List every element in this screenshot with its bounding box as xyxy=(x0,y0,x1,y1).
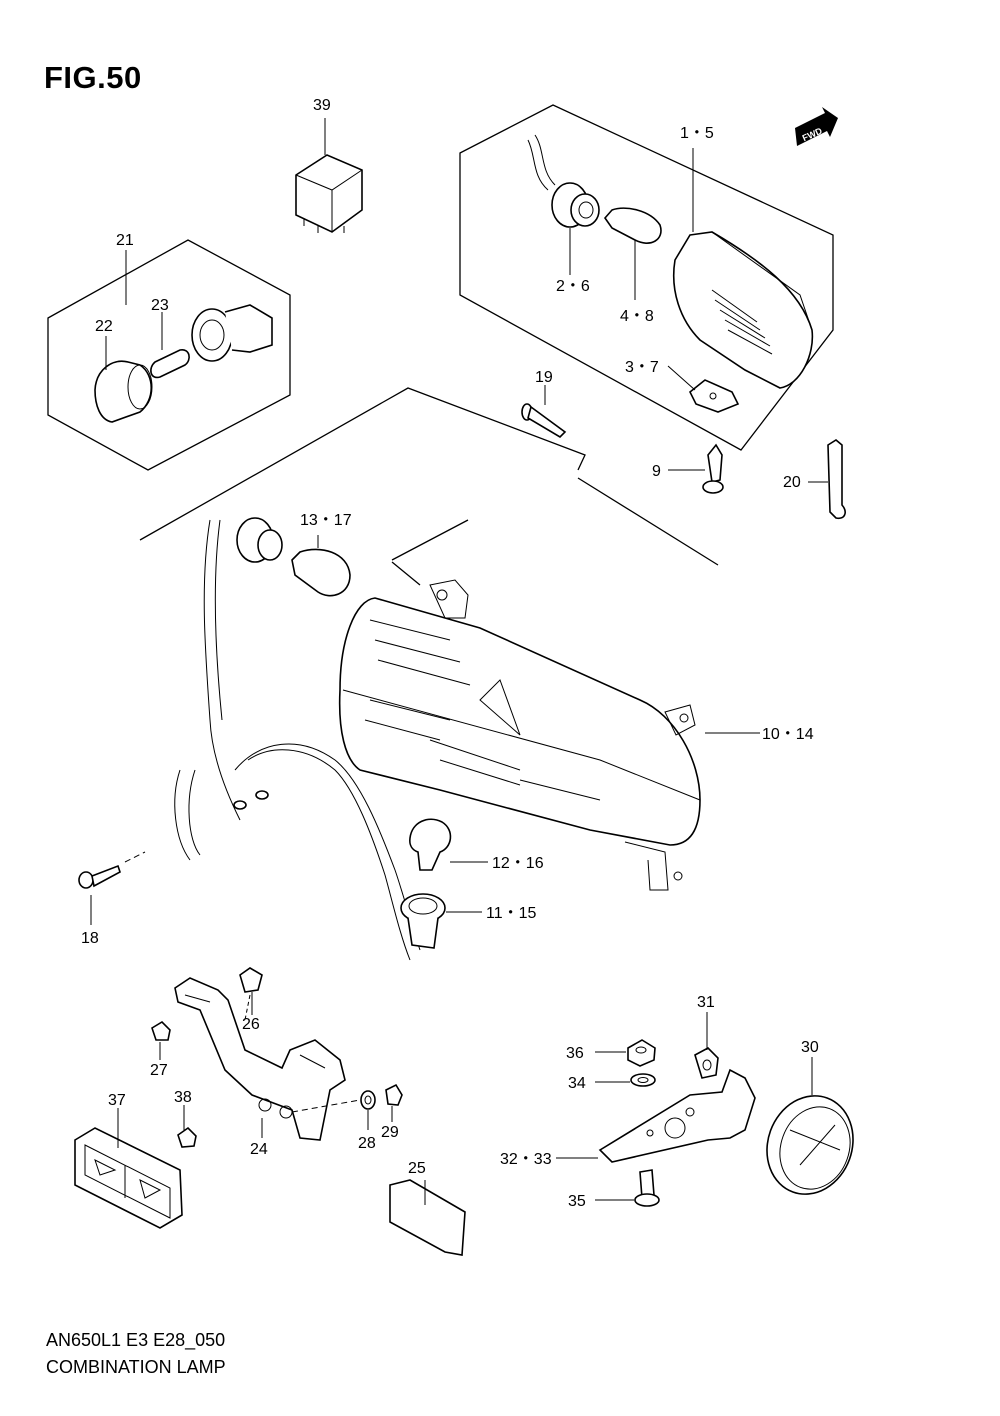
callout-13-17: 13・17 xyxy=(300,512,352,529)
license-lamp-socket-part-21 xyxy=(125,250,273,362)
callout-29: 29 xyxy=(381,1124,399,1141)
callout-3-7: 3・7 xyxy=(625,359,659,376)
license-lamp-lens-part-22 xyxy=(94,336,153,423)
nut-part-36 xyxy=(595,1039,656,1067)
callout-25: 25 xyxy=(408,1160,426,1177)
bracket-part-24 xyxy=(174,977,361,1141)
callout-21: 21 xyxy=(116,232,134,249)
callout-23: 23 xyxy=(151,297,169,314)
callout-37: 37 xyxy=(108,1092,126,1109)
outline-turn-signal-assembly xyxy=(459,104,834,451)
turn-signal-lens-part-1-5 xyxy=(672,148,814,389)
washer-part-28 xyxy=(360,1090,376,1130)
callout-38: 38 xyxy=(174,1089,192,1106)
callout-26: 26 xyxy=(242,1016,260,1033)
nut-part-27 xyxy=(151,1020,171,1060)
nut-part-29 xyxy=(385,1083,403,1122)
callout-30: 30 xyxy=(801,1039,819,1056)
callout-10-14: 10・14 xyxy=(762,726,814,743)
callout-31: 31 xyxy=(697,994,715,1011)
callout-28: 28 xyxy=(358,1135,376,1152)
callout-22: 22 xyxy=(95,318,113,335)
outline-license-lamp-assembly xyxy=(47,239,291,471)
callout-32-33: 32・33 xyxy=(500,1151,552,1168)
callout-35: 35 xyxy=(568,1193,586,1210)
callout-24: 24 xyxy=(250,1141,268,1158)
outline-lamp-inner-cut xyxy=(391,477,719,586)
forward-direction-icon: FWD xyxy=(795,107,838,146)
turn-signal-bracket-part-3-7 xyxy=(667,365,740,413)
callout-11-15: 11・15 xyxy=(486,905,537,922)
washer-part-34 xyxy=(595,1073,656,1087)
callout-12-16: 12・16 xyxy=(492,855,544,872)
nut-part-38 xyxy=(177,1105,197,1148)
outline-combination-lamp-assembly xyxy=(139,387,586,541)
screw-part-19 xyxy=(521,385,567,439)
stop-bulb-part-12-16 xyxy=(409,818,488,871)
reflector-part-37 xyxy=(74,1108,183,1229)
clamp-part-20 xyxy=(808,439,846,520)
callout-4-8: 4・8 xyxy=(620,308,654,325)
license-lamp-bulb-part-23 xyxy=(150,312,190,379)
figure-name: COMBINATION LAMP xyxy=(46,1357,226,1377)
callout-1-5: 1・5 xyxy=(680,125,714,142)
callout-39: 39 xyxy=(313,97,331,114)
screw-part-18 xyxy=(78,851,146,925)
reflector-round-part-30 xyxy=(766,1057,854,1195)
callout-27: 27 xyxy=(150,1062,168,1079)
relay-part-39 xyxy=(295,118,363,233)
plate-part-25 xyxy=(389,1179,466,1256)
bolt-part-26 xyxy=(239,967,263,1021)
turn-signal-bulb-part-4-8 xyxy=(603,207,662,300)
figure-title: FIG.50 xyxy=(44,60,142,95)
callout-34: 34 xyxy=(568,1075,586,1092)
turn-signal-socket-part-2-6 xyxy=(527,134,600,275)
lamp-socket-part-11-15 xyxy=(400,893,482,949)
callout-18: 18 xyxy=(81,930,99,947)
callout-2-6: 2・6 xyxy=(556,278,590,295)
callout-36: 36 xyxy=(566,1045,584,1062)
screw-part-9 xyxy=(668,443,724,494)
combination-lamp-body-part-10-14 xyxy=(338,579,760,891)
bracket-part-32-33 xyxy=(556,1068,756,1163)
callout-9: 9 xyxy=(652,463,661,480)
callout-20: 20 xyxy=(783,474,801,491)
callout-19: 19 xyxy=(535,369,553,386)
nut-part-31 xyxy=(694,1012,719,1079)
bolt-part-35 xyxy=(595,1169,660,1207)
tail-bulb-part-13-17 xyxy=(174,517,421,961)
model-code: AN650L1 E3 E28_050 xyxy=(46,1330,226,1350)
